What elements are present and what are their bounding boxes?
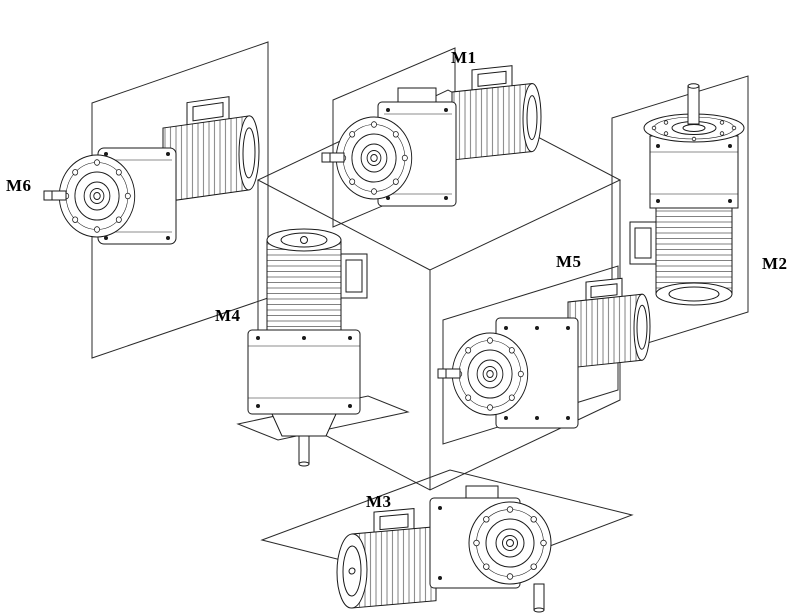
gearmotor-m6-illustration	[43, 96, 260, 245]
gearmotor-m1-illustration	[321, 65, 542, 207]
gearmotor-m5-illustration	[437, 277, 651, 429]
label-m3: M3	[366, 492, 392, 511]
label-m2: M2	[762, 254, 788, 273]
plane-m2	[611, 75, 749, 355]
label-m6: M6	[6, 176, 32, 195]
gearmotor-m3-illustration	[336, 485, 552, 613]
label-m5: M5	[556, 252, 582, 271]
gearmotor-m2-illustration	[629, 83, 745, 306]
label-m4: M4	[215, 306, 241, 325]
gearmotor-m4-illustration	[247, 228, 368, 467]
plane-m5	[442, 265, 619, 445]
label-m1: M1	[451, 48, 477, 67]
